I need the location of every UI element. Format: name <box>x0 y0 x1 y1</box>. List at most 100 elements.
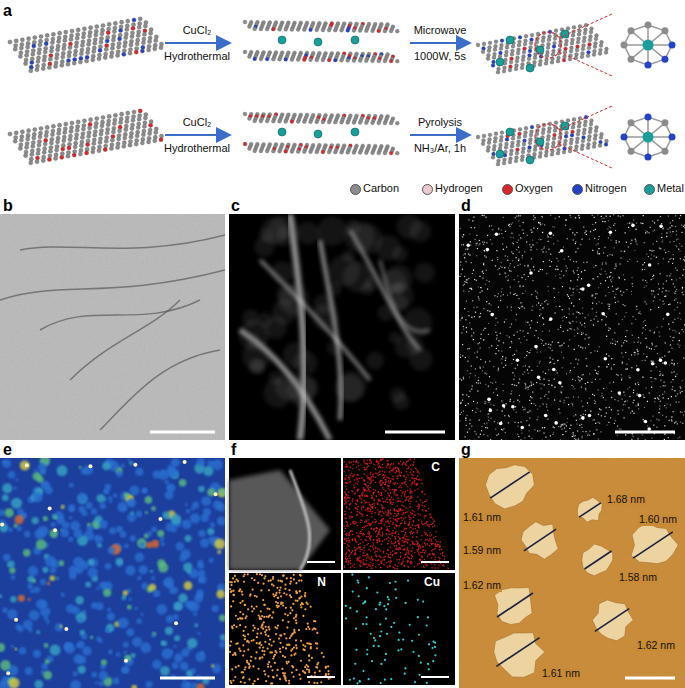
speckle <box>649 250 650 251</box>
speckle <box>638 403 639 404</box>
speckle <box>498 340 499 341</box>
atom <box>136 125 140 129</box>
speckle <box>621 352 622 353</box>
speckle <box>574 272 575 273</box>
speckle <box>540 239 541 240</box>
atom <box>117 45 121 49</box>
speckle <box>488 323 489 324</box>
speckle <box>590 320 591 321</box>
speckle <box>682 380 683 381</box>
speckle <box>468 403 469 404</box>
speckle <box>661 237 662 238</box>
atom <box>333 28 337 32</box>
speckle <box>598 243 599 244</box>
atom <box>82 27 86 31</box>
speckle <box>620 291 621 292</box>
atom <box>106 123 110 127</box>
atom <box>554 29 558 33</box>
atom <box>8 40 12 44</box>
atom <box>595 34 599 38</box>
atom <box>58 123 62 127</box>
atom <box>487 53 491 57</box>
speckle <box>657 440 658 441</box>
speckle <box>575 439 576 440</box>
speckle <box>533 227 534 228</box>
speckle <box>652 361 653 362</box>
atom <box>95 117 99 121</box>
speckle <box>518 422 519 423</box>
atom <box>371 29 375 33</box>
atom <box>523 42 527 46</box>
speckle <box>651 343 652 344</box>
atom <box>125 119 129 123</box>
speckle <box>524 383 525 384</box>
speckle <box>569 307 570 308</box>
zoom-line <box>559 52 612 76</box>
atom <box>486 57 490 61</box>
atom <box>628 119 635 126</box>
speckle <box>518 247 519 248</box>
speckle <box>632 286 633 287</box>
atom <box>82 119 86 123</box>
speckle <box>487 310 488 311</box>
atom <box>568 149 572 153</box>
atom <box>546 138 550 142</box>
atom <box>89 26 93 30</box>
speckle <box>523 366 524 367</box>
atom <box>284 120 288 124</box>
speckle <box>468 253 469 254</box>
atom <box>377 29 381 33</box>
atom <box>565 39 569 43</box>
haadf-image <box>229 214 455 440</box>
speckle <box>547 419 548 420</box>
atom <box>563 142 567 146</box>
speckle <box>611 368 612 369</box>
speckle <box>513 359 514 360</box>
speckle <box>489 226 490 227</box>
atom <box>265 149 269 153</box>
speckle <box>520 302 521 303</box>
atom <box>147 140 151 144</box>
speckle <box>577 363 578 364</box>
atom <box>37 51 41 55</box>
speckle <box>578 359 579 360</box>
atom <box>583 31 587 35</box>
atom <box>271 149 275 153</box>
speckle <box>460 414 461 415</box>
atom <box>13 47 17 51</box>
speckle <box>471 365 472 366</box>
atom <box>575 145 579 149</box>
speckle <box>608 308 609 309</box>
speckle <box>603 252 604 253</box>
speckle <box>475 368 476 369</box>
speckle <box>512 253 513 254</box>
atom <box>92 141 96 145</box>
speckle <box>486 257 487 258</box>
speckle <box>617 435 618 436</box>
atom <box>583 123 587 127</box>
atom <box>68 46 72 50</box>
atom <box>142 32 146 36</box>
speckle <box>581 400 582 401</box>
speckle <box>517 434 518 435</box>
atom <box>496 162 500 166</box>
speckle <box>642 279 643 280</box>
speckle <box>576 232 577 233</box>
atom <box>661 119 668 126</box>
atom <box>571 38 575 42</box>
speckle <box>598 371 599 372</box>
atom <box>580 55 584 59</box>
speckle <box>648 232 649 233</box>
speckle <box>464 276 465 277</box>
haze <box>402 308 432 338</box>
speckle <box>497 409 498 410</box>
atom <box>530 38 534 42</box>
speckle <box>468 219 469 220</box>
speckle <box>555 275 556 276</box>
speckle <box>460 228 461 229</box>
speckle <box>478 286 479 287</box>
atom <box>72 61 76 65</box>
speckle <box>594 350 595 351</box>
atom <box>594 41 598 45</box>
atom <box>271 119 275 123</box>
